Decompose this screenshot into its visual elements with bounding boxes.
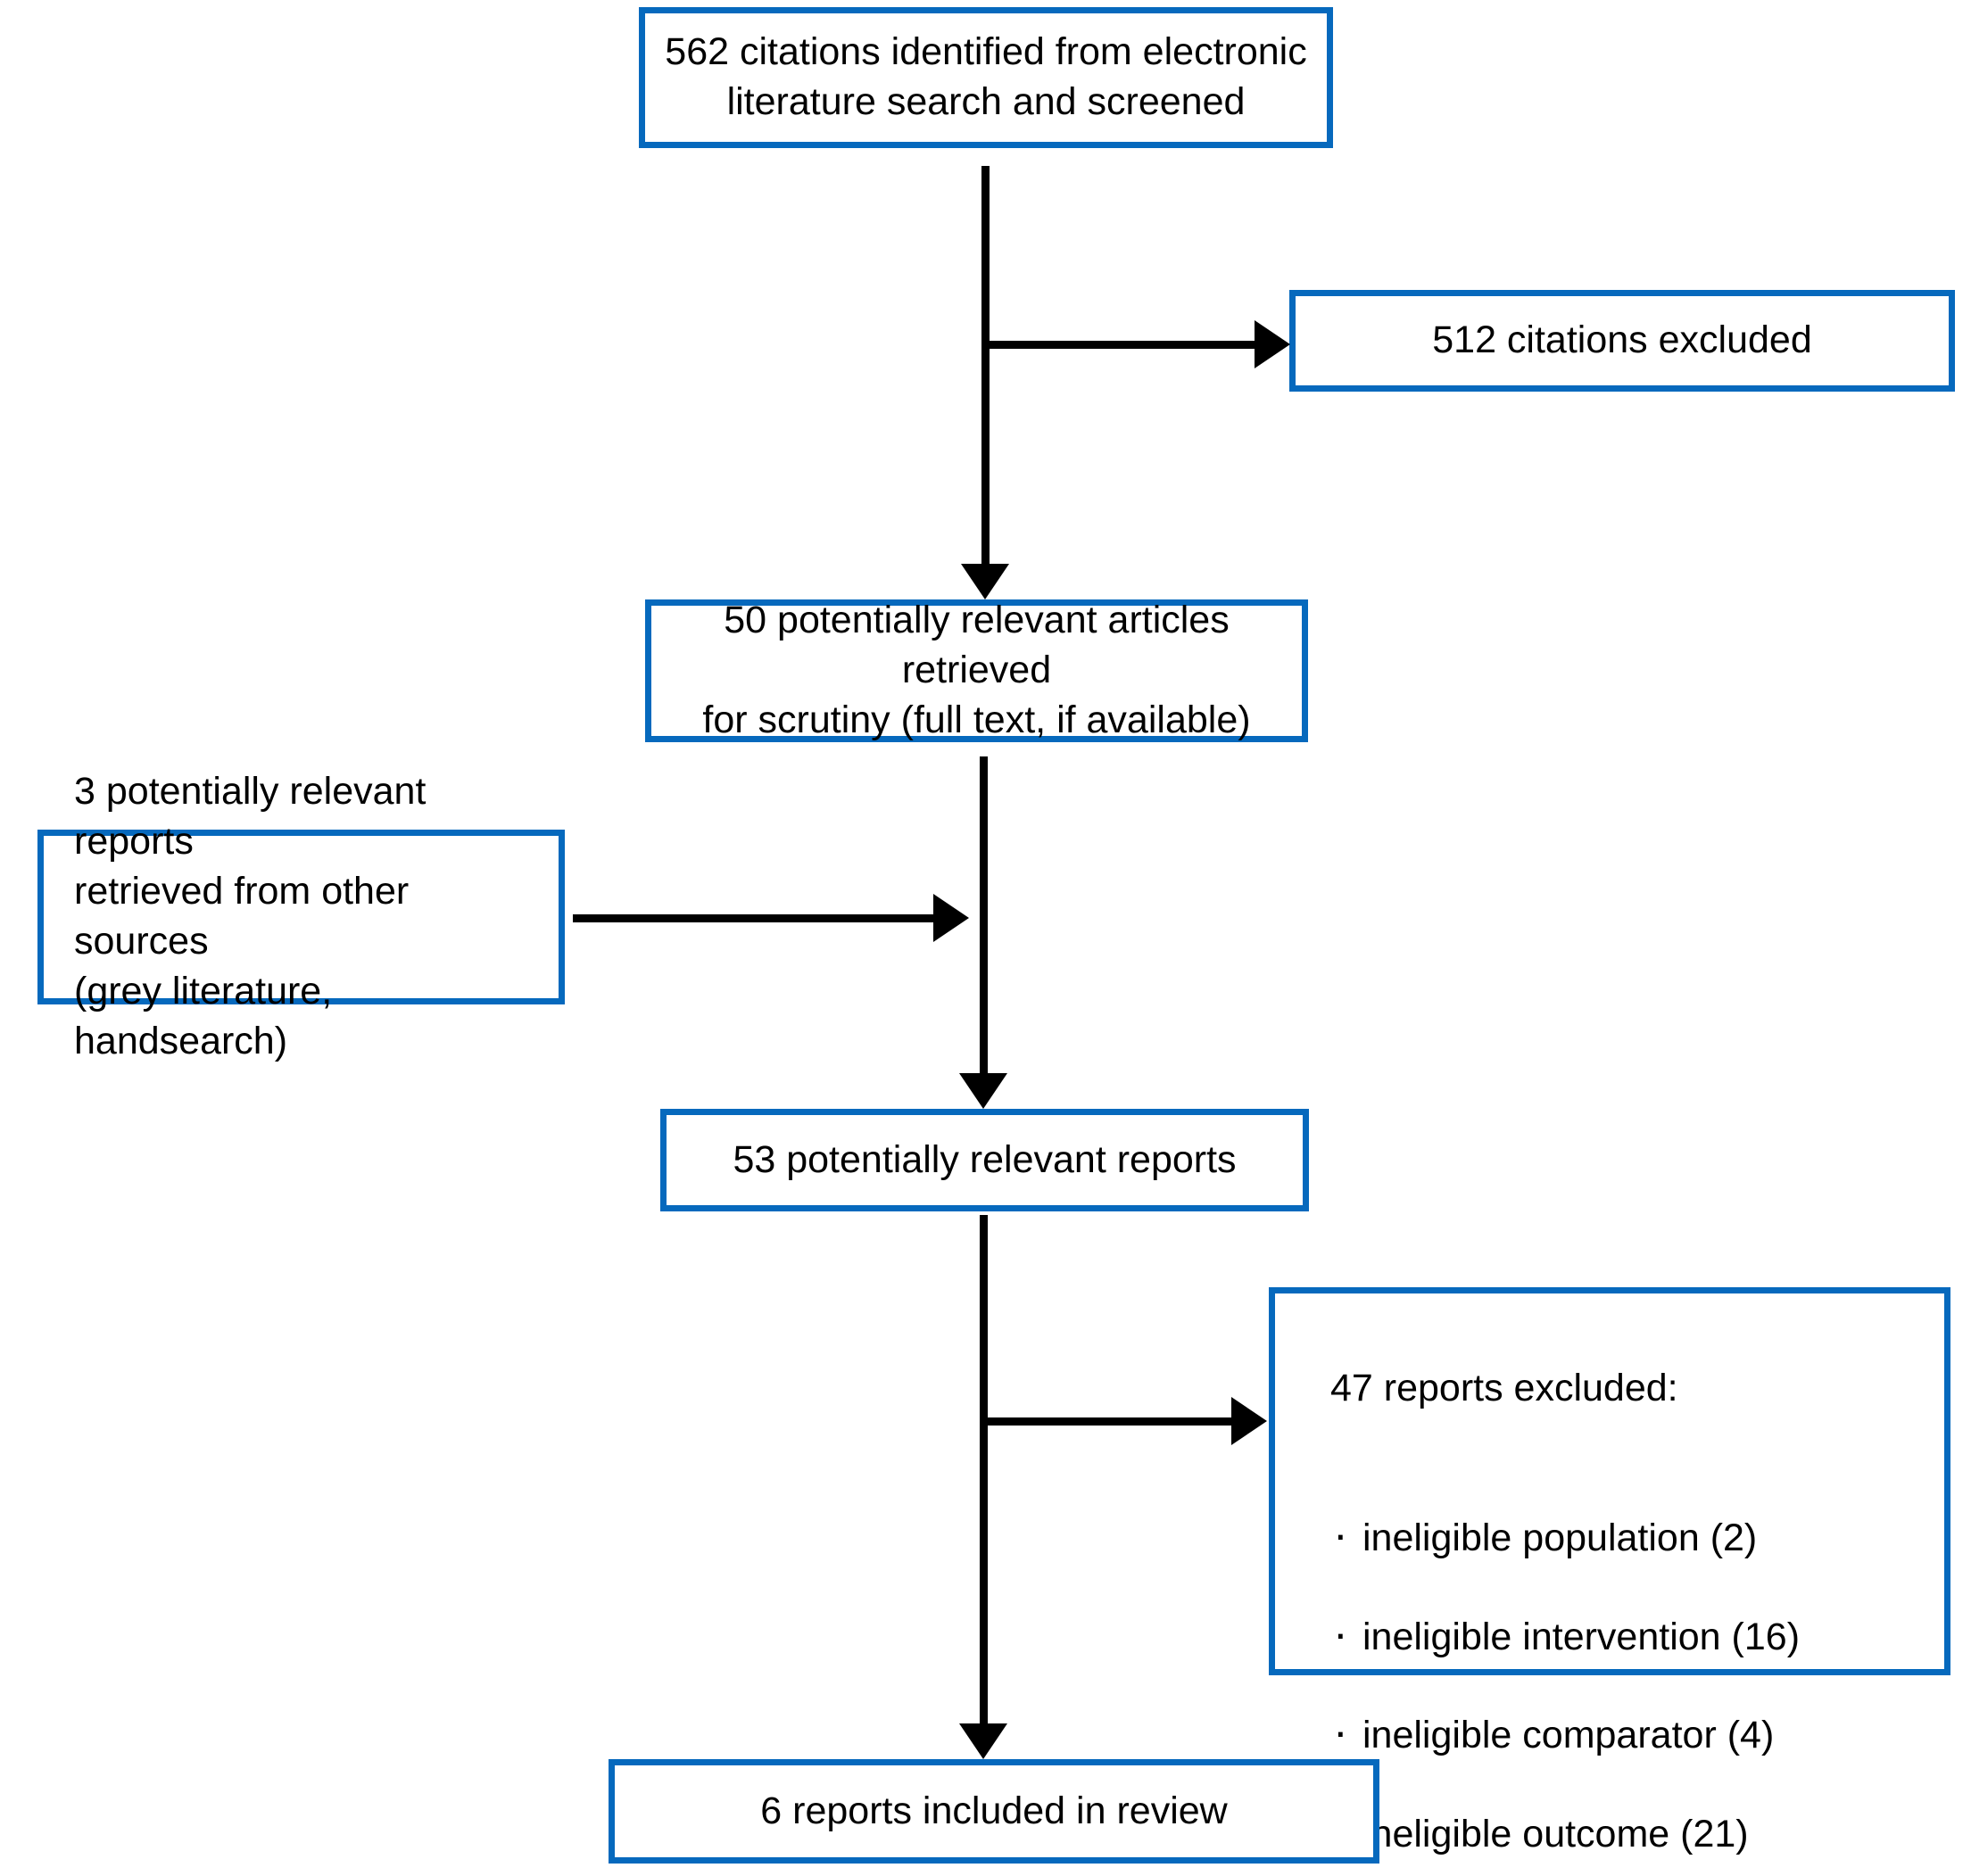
arrowhead-down-icon bbox=[961, 564, 1009, 599]
list-item: ineligible intervention (16) bbox=[1330, 1604, 1928, 1662]
list-item: ineligible outcome (21) bbox=[1330, 1801, 1928, 1859]
connector-other-sources-to-spine bbox=[573, 914, 939, 922]
box-reports-excluded: 47 reports excluded: ineligible populati… bbox=[1269, 1287, 1950, 1859]
arrowhead-down-icon bbox=[959, 1723, 1007, 1759]
arrowhead-down-icon bbox=[959, 1073, 1007, 1109]
list-item: ineligible comparator (4) bbox=[1330, 1703, 1928, 1761]
connector-identified-to-retrieved bbox=[981, 166, 990, 567]
exclusion-list-title: 47 reports excluded: bbox=[1330, 1367, 1678, 1410]
box-articles-retrieved: 50 potentially relevant articles retriev… bbox=[645, 599, 1308, 742]
connector-relevant-to-included bbox=[980, 1215, 988, 1725]
box-reports-other-sources: 3 potentially relevant reports retrieved… bbox=[37, 770, 565, 1062]
arrowhead-right-icon bbox=[933, 894, 969, 942]
box-reports-included: 6 reports included in review bbox=[609, 1759, 1379, 1864]
box-citations-identified: 562 citations identified from electronic… bbox=[639, 7, 1333, 148]
exclusion-reasons: ineligible population (2) ineligible int… bbox=[1330, 1465, 1928, 1876]
box-potentially-relevant-reports: 53 potentially relevant reports bbox=[660, 1109, 1309, 1211]
list-item: ineligible population (2) bbox=[1330, 1506, 1928, 1564]
arrowhead-right-icon bbox=[1231, 1397, 1267, 1445]
box-citations-excluded: 512 citations excluded bbox=[1289, 290, 1955, 392]
connector-to-reports-excluded bbox=[980, 1417, 1238, 1426]
exclusion-reason-list: 47 reports excluded: ineligible populati… bbox=[1275, 1315, 1928, 1876]
connector-to-citations-excluded bbox=[981, 341, 1263, 349]
arrowhead-right-icon bbox=[1255, 320, 1290, 368]
connector-retrieved-to-relevant bbox=[980, 756, 988, 1075]
